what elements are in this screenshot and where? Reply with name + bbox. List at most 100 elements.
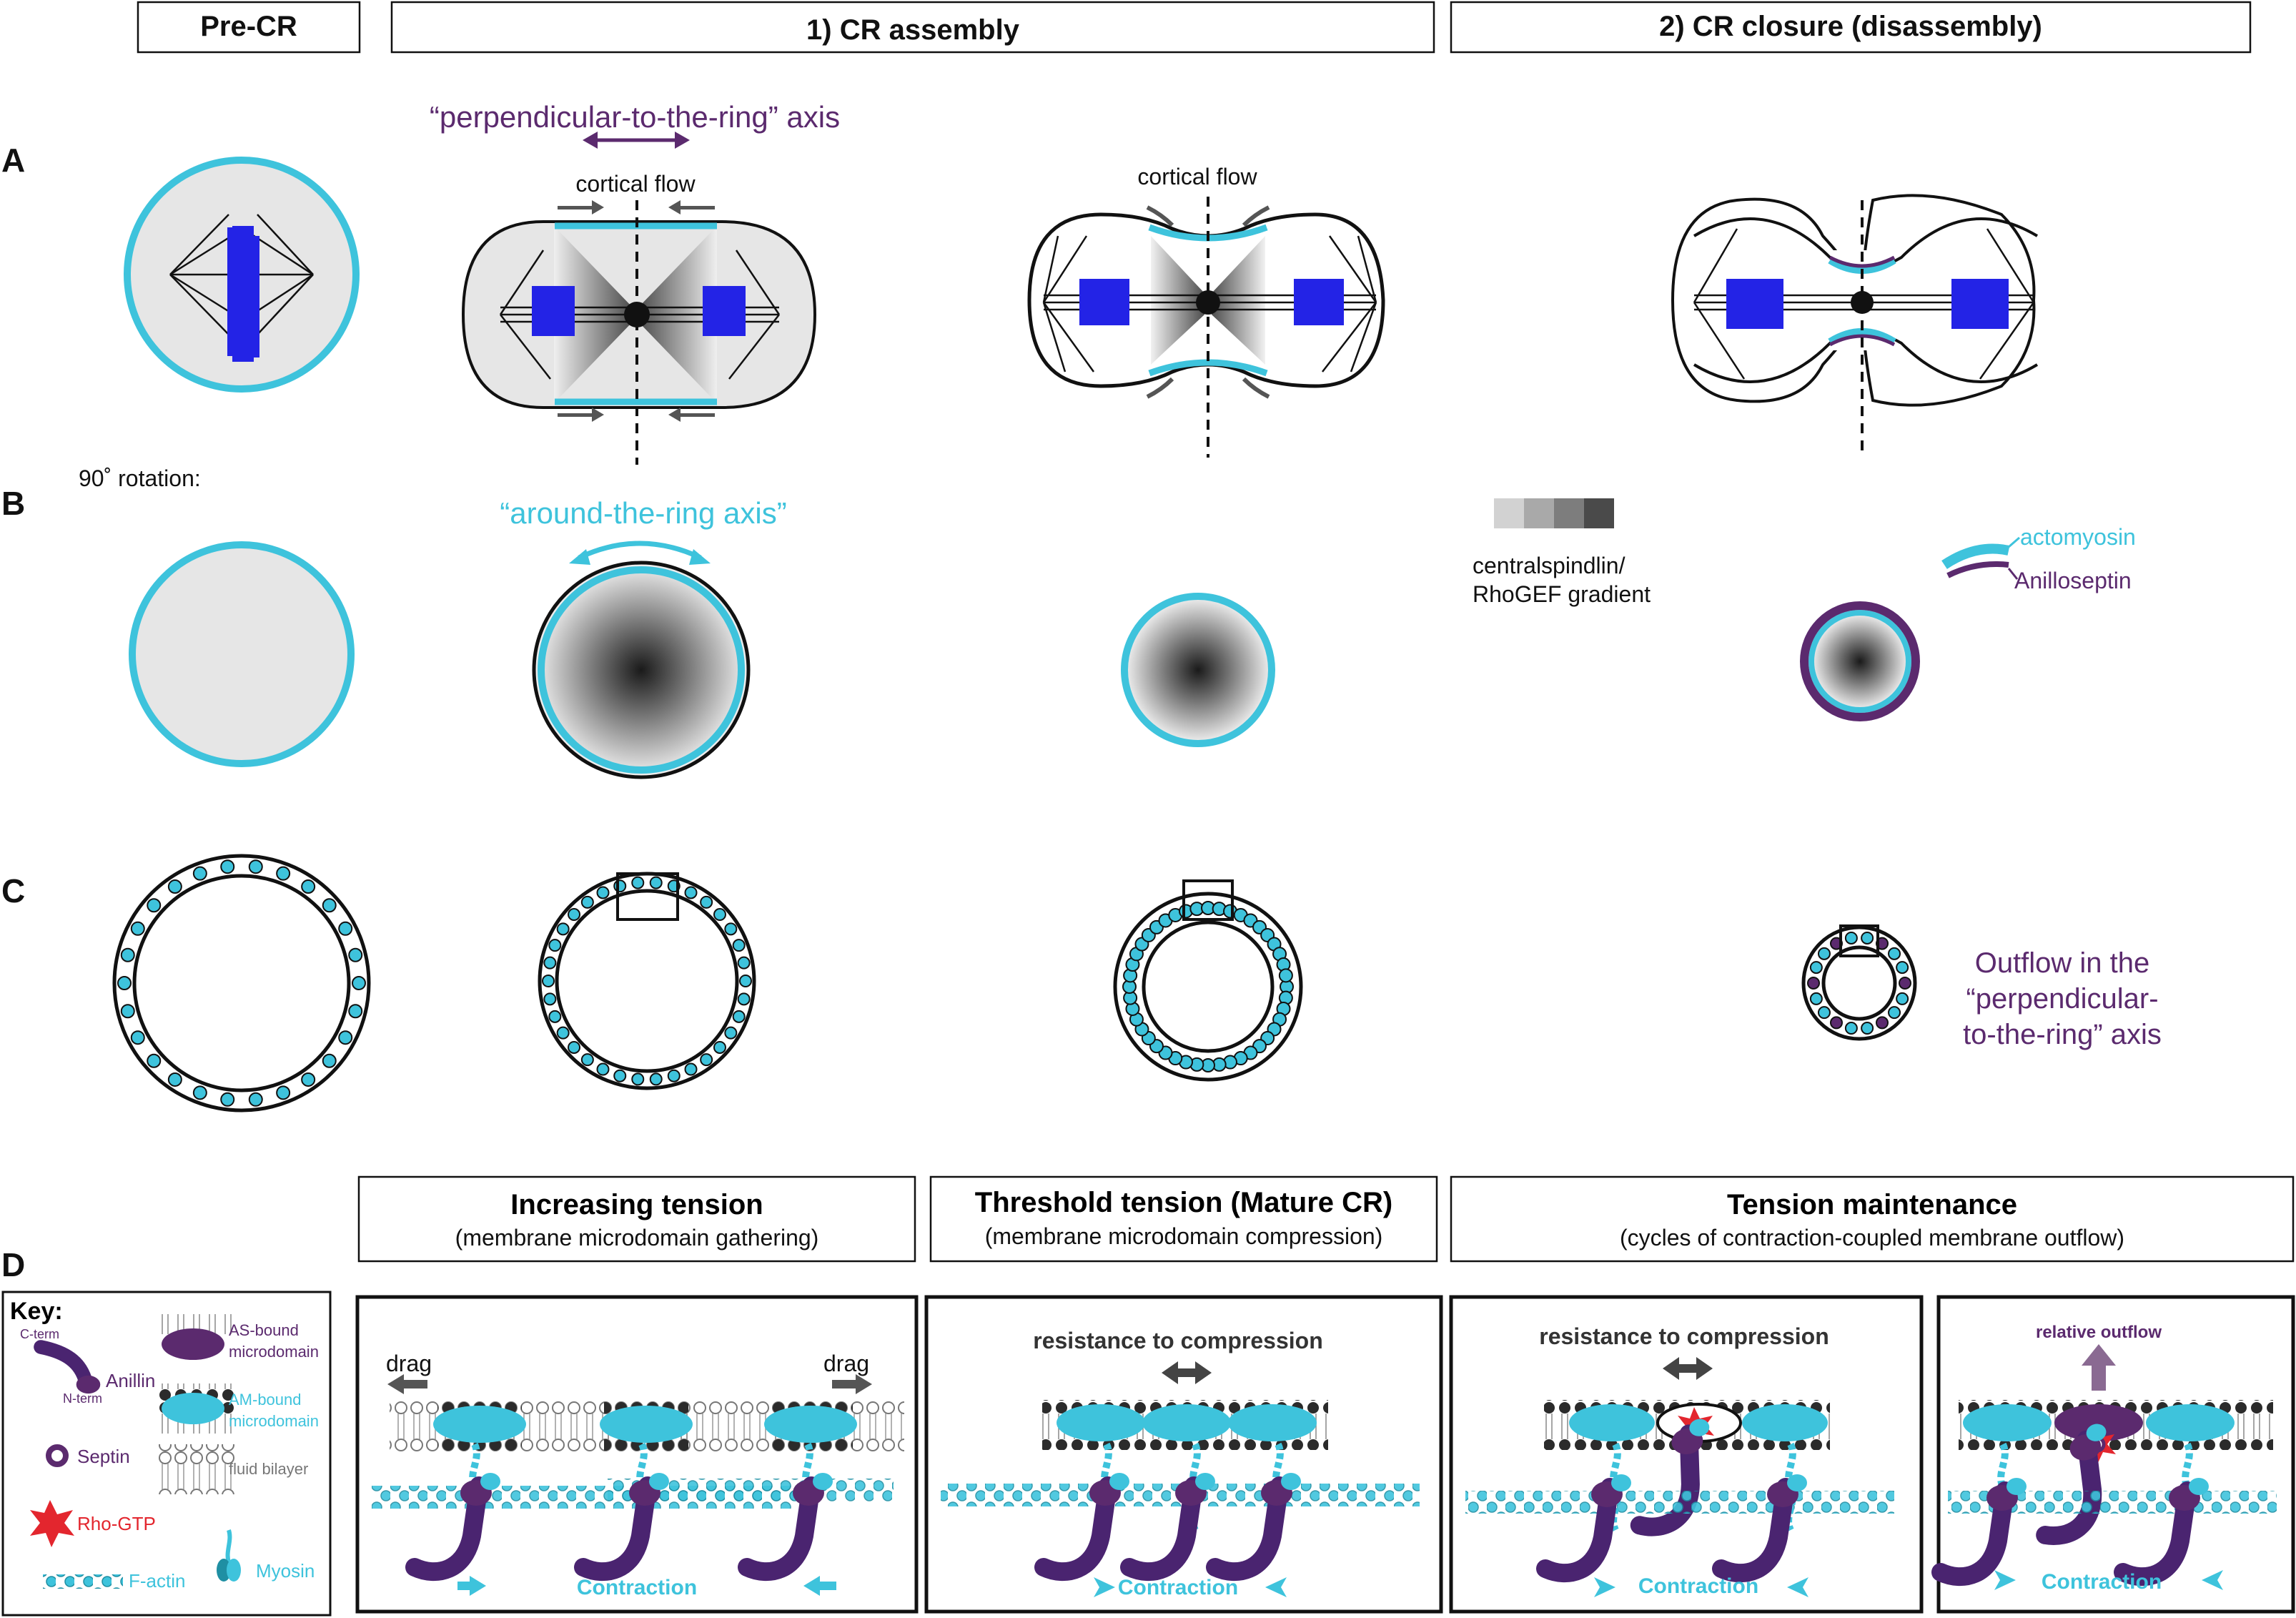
am-microdomain-dot — [596, 886, 610, 899]
rotation-label: 90˚ rotation: — [79, 465, 201, 491]
am-microdomain-2 — [600, 1406, 693, 1443]
am-microdomain-dot — [322, 1053, 337, 1068]
resistance-label-2: resistance to compression — [1539, 1323, 1829, 1349]
gradient-label-line2: RhoGEF gradient — [1473, 581, 1651, 607]
ring-inner — [555, 889, 739, 1073]
am-microdomain-dot — [596, 1062, 610, 1076]
ring-cross-section-pre-cr — [129, 541, 355, 767]
key-title: Key: — [10, 1298, 63, 1325]
am-microdomain-dot — [301, 1072, 316, 1087]
am-microdomain-dot — [192, 866, 207, 881]
am-microdomain-dot — [1817, 1006, 1831, 1020]
am-microdomain-dot — [1888, 1006, 1901, 1020]
cell-cr-assembly-furrow — [1027, 197, 1385, 458]
stage-title-maintenance: Tension maintenance — [1727, 1189, 2017, 1220]
am-microdomain-dot — [700, 895, 713, 909]
key-am-line2: microdomain — [229, 1412, 319, 1430]
midzone — [624, 302, 650, 327]
microdomain-ring-assembly-early — [538, 872, 756, 1090]
am-microdomain-dot — [684, 1062, 698, 1076]
am-microdomain-dot — [542, 975, 555, 987]
am-microdomain-dot — [248, 1092, 263, 1107]
am-microdomain-dot — [117, 976, 132, 990]
cortical-flow-arrows-1 — [558, 200, 715, 422]
am-microdomain-dot — [147, 898, 162, 913]
as-microdomain-outflow — [2054, 1404, 2143, 1441]
stage-header-threshold: Threshold tension (Mature CR) (membrane … — [929, 1175, 1438, 1263]
key-f-actin-icon — [43, 1574, 123, 1589]
am-microdomain-dot — [1861, 931, 1874, 944]
am-microdomain-dot — [649, 876, 663, 889]
am-microdomain-dot — [732, 939, 746, 952]
cell-cr-assembly-early — [461, 200, 817, 465]
am-microdomain-dot — [1844, 931, 1858, 944]
am-microdomain-dot — [700, 1053, 713, 1067]
am-microdomain-dot — [556, 1026, 570, 1040]
am-microdomain-dot — [130, 921, 145, 936]
panel-increasing-tension: drag drag Contraction — [355, 1295, 919, 1614]
around-ring-axis-label: “around-the-ring axis” — [500, 496, 787, 530]
actomyosin-swatch — [1941, 543, 2010, 569]
key-anillin-icon — [34, 1340, 101, 1394]
am-microdomain-dot — [348, 1004, 363, 1019]
am-microdomain-dot — [120, 1004, 135, 1019]
am-microdomain-dot — [568, 908, 581, 922]
microdomain-ring-closure — [1801, 925, 1917, 1041]
gradient-swatch-3 — [1554, 498, 1584, 528]
chromosome-left — [532, 286, 575, 336]
stage-header-increasing: Increasing tension (membrane microdomain… — [357, 1175, 916, 1263]
chromosome-right — [703, 286, 746, 336]
am-microdomain-dot — [338, 921, 353, 936]
outflow-label-line3: to-the-ring” axis — [1963, 1019, 2162, 1050]
zoom-box-3 — [1839, 924, 1879, 957]
am-microdomain-dot — [739, 975, 752, 987]
am-microdomain-dot — [649, 1072, 663, 1086]
am-microdomain-dot — [631, 876, 645, 889]
axis-perpendicular-group: “perpendicular-to-the-ring” axis — [430, 100, 840, 149]
am-microdomain-dot — [338, 1030, 353, 1045]
drag-label-left: drag — [386, 1351, 432, 1376]
perpendicular-axis-label: “perpendicular-to-the-ring” axis — [430, 100, 840, 134]
row-label-c: C — [1, 872, 25, 909]
am-microdomain-dot — [713, 1040, 726, 1054]
zoom-box-1 — [616, 872, 679, 921]
panel-tension-maintenance-outflow: relative outflow Contraction — [1939, 1295, 2295, 1614]
drag-label-right: drag — [823, 1351, 869, 1376]
am-microdomain-dot — [1809, 961, 1823, 975]
key-as-microdomain-icon — [162, 1328, 224, 1360]
ring-inner — [1821, 945, 1897, 1021]
cortical-flow-arrows-2 — [1146, 205, 1270, 399]
ring-cross-section-closure — [1800, 601, 1920, 721]
row-label-d: D — [1, 1246, 25, 1283]
ring-cross-section-assembly-mature — [1121, 593, 1275, 747]
am-microdomain-dot — [167, 879, 182, 894]
as-microdomain-dot — [1899, 977, 1911, 990]
key-am-line1: AM-bound — [229, 1391, 302, 1409]
chromosome-plate — [232, 226, 254, 362]
am-microdomain-dot — [1817, 947, 1831, 960]
cortical-flow-label-1: cortical flow — [575, 171, 696, 197]
am-microdomain-dot — [724, 922, 738, 936]
am-microdomain-dot — [543, 956, 557, 970]
am-microdomain-dot — [713, 908, 726, 922]
am-microdomain-dot — [543, 992, 557, 1006]
gradient-swatch-1 — [1494, 498, 1524, 528]
am-microdomain-dot — [737, 956, 751, 970]
am-microdomain-dot — [732, 1010, 746, 1023]
row-label-a: A — [1, 142, 25, 179]
am-microdomain-dot — [1809, 992, 1823, 1005]
key-panel: Key: C-term N-term Anillin Septin Rho-GT… — [1, 1291, 332, 1617]
compression-arrows-1 — [1162, 1361, 1212, 1384]
as-microdomain-dot — [1807, 977, 1820, 990]
gradient-label-line1: centralspindlin/ — [1473, 553, 1625, 578]
outflow-label-line1: Outflow in the — [1975, 947, 2150, 979]
stage-subtitle-increasing: (membrane microdomain gathering) — [455, 1225, 819, 1251]
cortical-flow-label-2: cortical flow — [1137, 164, 1257, 189]
am-microdomain-dot — [1844, 1022, 1858, 1035]
key-myosin-label: Myosin — [256, 1560, 315, 1582]
key-rho-gtp-icon — [30, 1500, 74, 1547]
key-myosin-icon — [217, 1529, 241, 1582]
am-microdomain-dot — [613, 1069, 627, 1082]
am-microdomain-dot — [556, 922, 570, 936]
ring-inner — [132, 874, 351, 1092]
